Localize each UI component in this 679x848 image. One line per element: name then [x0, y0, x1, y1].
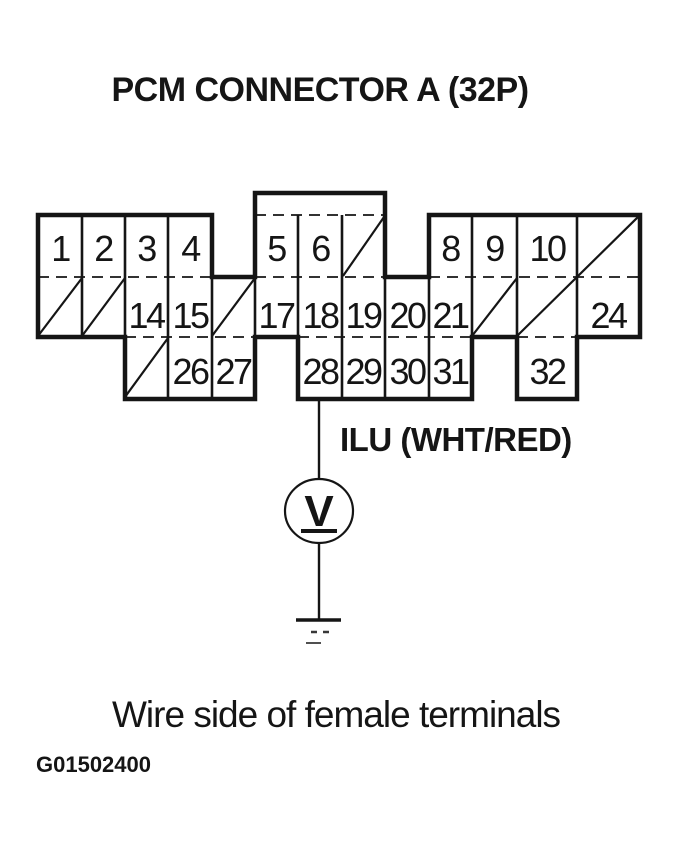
pin-label: 32 [529, 351, 566, 392]
pin-label: 9 [485, 228, 504, 269]
ground-icon [296, 618, 341, 644]
pin-label: 4 [181, 228, 200, 269]
empty-pin-diagonal [342, 216, 385, 277]
empty-pin-diagonal [516, 215, 640, 337]
page-title: PCM CONNECTOR A (32P) [111, 71, 528, 109]
pin-label: 6 [311, 228, 330, 269]
wire-label: ILU (WHT/RED) [340, 421, 572, 458]
empty-pin-diagonal [471, 277, 518, 337]
pin-label: 29 [345, 351, 382, 392]
pin-label: 28 [302, 351, 339, 392]
pin-label: 5 [267, 228, 286, 269]
connector-outline [35, 190, 643, 402]
figure-id: G01502400 [36, 752, 151, 777]
empty-pin-diagonal [211, 277, 256, 337]
pin-label: 2 [94, 228, 113, 269]
pin-label: 18 [302, 295, 339, 336]
pin-label: 26 [172, 351, 209, 392]
voltmeter-letter: V [304, 487, 334, 536]
pin-label: 14 [128, 295, 165, 336]
empty-pin-diagonal [37, 277, 83, 337]
voltmeter-icon: V [283, 477, 355, 545]
connector-row-separators [38, 214, 640, 338]
pin-label: 24 [590, 295, 627, 336]
pin-label: 3 [137, 228, 156, 269]
pin-row-top: 1 2 3 4 5 6 8 9 10 [51, 228, 568, 269]
pin-label: 30 [389, 351, 426, 392]
pin-label: 1 [51, 228, 70, 269]
pin-row-middle: 14 15 17 18 19 20 21 24 [128, 295, 629, 336]
empty-pin-diagonals [37, 215, 640, 398]
diagram-caption: Wire side of female terminals [112, 694, 561, 735]
empty-pin-diagonal [81, 277, 126, 337]
pin-label: 31 [432, 351, 469, 392]
pin-label: 20 [389, 295, 426, 336]
pin-label: 21 [432, 295, 469, 336]
pin-label: 17 [258, 295, 295, 336]
pin-label: 10 [529, 228, 566, 269]
pin-label: 8 [441, 228, 460, 269]
pin-row-bottom: 26 27 28 29 30 31 32 [172, 351, 568, 392]
pin-label: 27 [215, 351, 252, 392]
pin-label: 19 [345, 295, 382, 336]
pin-label: 15 [172, 295, 209, 336]
empty-pin-diagonal [124, 337, 169, 398]
